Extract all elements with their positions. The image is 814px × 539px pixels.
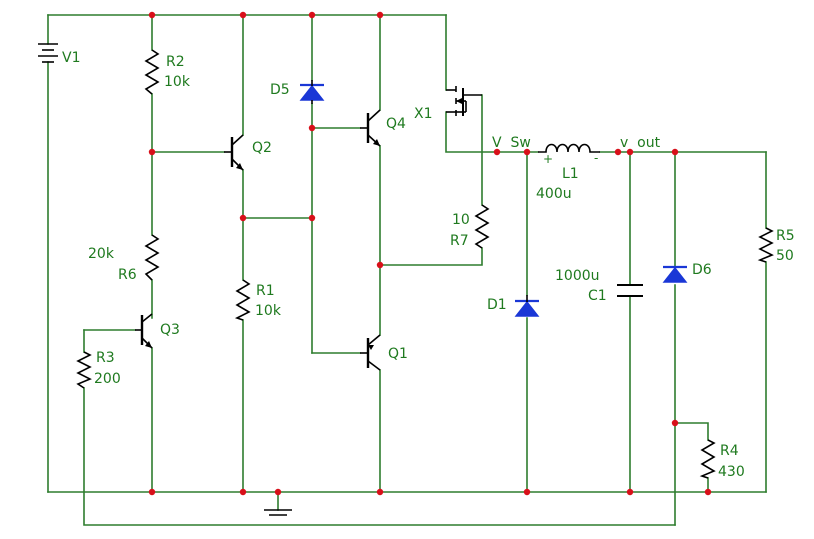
resistor-r2 [144, 49, 160, 95]
label-r4-value: 430 [718, 464, 745, 480]
label-r1: R1 [256, 283, 275, 299]
transistor-q1 [360, 334, 381, 371]
label-r5: R5 [776, 228, 795, 244]
resistor-r4 [699, 439, 716, 479]
resistor-r1 [234, 279, 251, 321]
labels: V1 R2 10k Q2 D5 Q4 X1 V Sw + - L1 400u v… [62, 50, 795, 480]
label-r7-value: 10 [452, 212, 470, 228]
resistor-r7 [474, 204, 490, 249]
label-r7: R7 [450, 233, 469, 249]
label-v1: V1 [62, 50, 80, 66]
label-l1-value: 400u [536, 186, 572, 202]
transistor-q2 [224, 134, 244, 171]
label-q3: Q3 [160, 322, 180, 338]
label-r3-value: 200 [94, 371, 121, 387]
diode-d5 [299, 80, 325, 104]
label-q4: Q4 [386, 116, 406, 132]
diode-d1 [514, 295, 540, 317]
label-l1-plus: + [543, 152, 553, 166]
capacitor-c1 [617, 284, 643, 297]
ground-icon [264, 509, 292, 516]
label-l1-minus: - [594, 151, 598, 165]
label-c1: C1 [588, 288, 607, 304]
transistor-q4 [360, 109, 381, 147]
label-v-sw: V Sw [492, 135, 531, 151]
label-r3: R3 [96, 350, 115, 366]
label-d5: D5 [270, 82, 290, 98]
label-c1-value: 1000u [555, 268, 600, 284]
inductor-l1 [538, 143, 600, 153]
label-l1: L1 [562, 166, 579, 182]
label-d6: D6 [692, 262, 712, 278]
battery-v1 [38, 43, 58, 63]
resistor-r6 [144, 234, 160, 281]
label-r4: R4 [720, 443, 739, 459]
diode-d6 [662, 265, 688, 283]
label-r2-value: 10k [164, 74, 191, 90]
label-x1: X1 [414, 106, 433, 122]
label-r5-value: 50 [776, 248, 794, 264]
label-r6-value: 20k [88, 246, 115, 262]
label-q1: Q1 [388, 346, 408, 362]
label-d1: D1 [487, 297, 507, 313]
wires [47, 14, 767, 526]
label-q2: Q2 [252, 140, 272, 156]
label-r1-value: 10k [255, 303, 282, 319]
label-r6: R6 [118, 267, 137, 283]
label-v-out: v out [620, 135, 661, 151]
transistor-q3 [135, 313, 153, 349]
nodes [148, 11, 712, 496]
resistor-r5 [757, 227, 774, 263]
label-r2: R2 [166, 54, 185, 70]
mosfet-x1 [446, 86, 482, 116]
resistor-r3 [76, 351, 92, 389]
